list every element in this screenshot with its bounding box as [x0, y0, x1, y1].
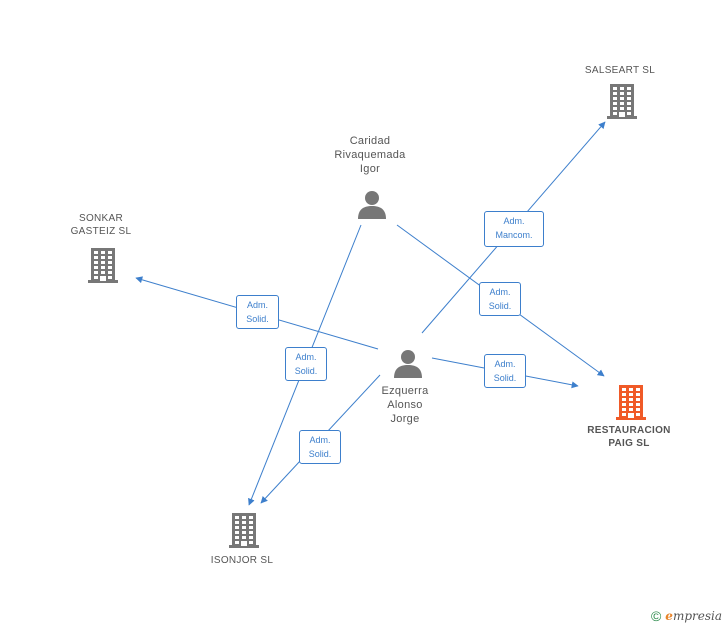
- person-icon-ezquerra[interactable]: [393, 348, 423, 383]
- footer-brand: © empresia: [651, 608, 722, 624]
- edge-label-ezquerra-to-sonkar[interactable]: Adm. Solid.: [236, 295, 279, 329]
- building-icon-sonkar[interactable]: [88, 247, 118, 288]
- node-label-caridad[interactable]: Caridad Rivaquemada Igor: [334, 135, 406, 175]
- brand-logo: empresia: [665, 609, 722, 623]
- edge-label-ezquerra-to-isonjor[interactable]: Adm. Solid.: [299, 430, 341, 464]
- building-icon-isonjor[interactable]: [229, 512, 259, 553]
- node-label-ezquerra[interactable]: Ezquerra Alonso Jorge: [381, 385, 429, 425]
- node-label-salseart[interactable]: SALSEART SL: [584, 65, 656, 76]
- node-label-isonjor[interactable]: ISONJOR SL: [210, 555, 274, 566]
- copyright-symbol: ©: [650, 608, 662, 624]
- edge-label-ezquerra-to-restauracion[interactable]: Adm. Solid.: [484, 354, 526, 388]
- building-icon-restauracion[interactable]: [616, 384, 646, 425]
- building-icon-salseart[interactable]: [607, 83, 637, 124]
- person-icon-caridad[interactable]: [357, 189, 387, 224]
- edge-label-caridad-to-restauracion[interactable]: Adm. Solid.: [479, 282, 521, 316]
- edge-label-caridad-to-isonjor[interactable]: Adm. Solid.: [285, 347, 327, 381]
- node-label-sonkar[interactable]: SONKAR GASTEIZ SL: [70, 213, 132, 237]
- edge-label-ezquerra-to-salseart[interactable]: Adm. Mancom.: [484, 211, 544, 247]
- node-label-restauracion[interactable]: RESTAURACION PAIG SL: [587, 425, 671, 449]
